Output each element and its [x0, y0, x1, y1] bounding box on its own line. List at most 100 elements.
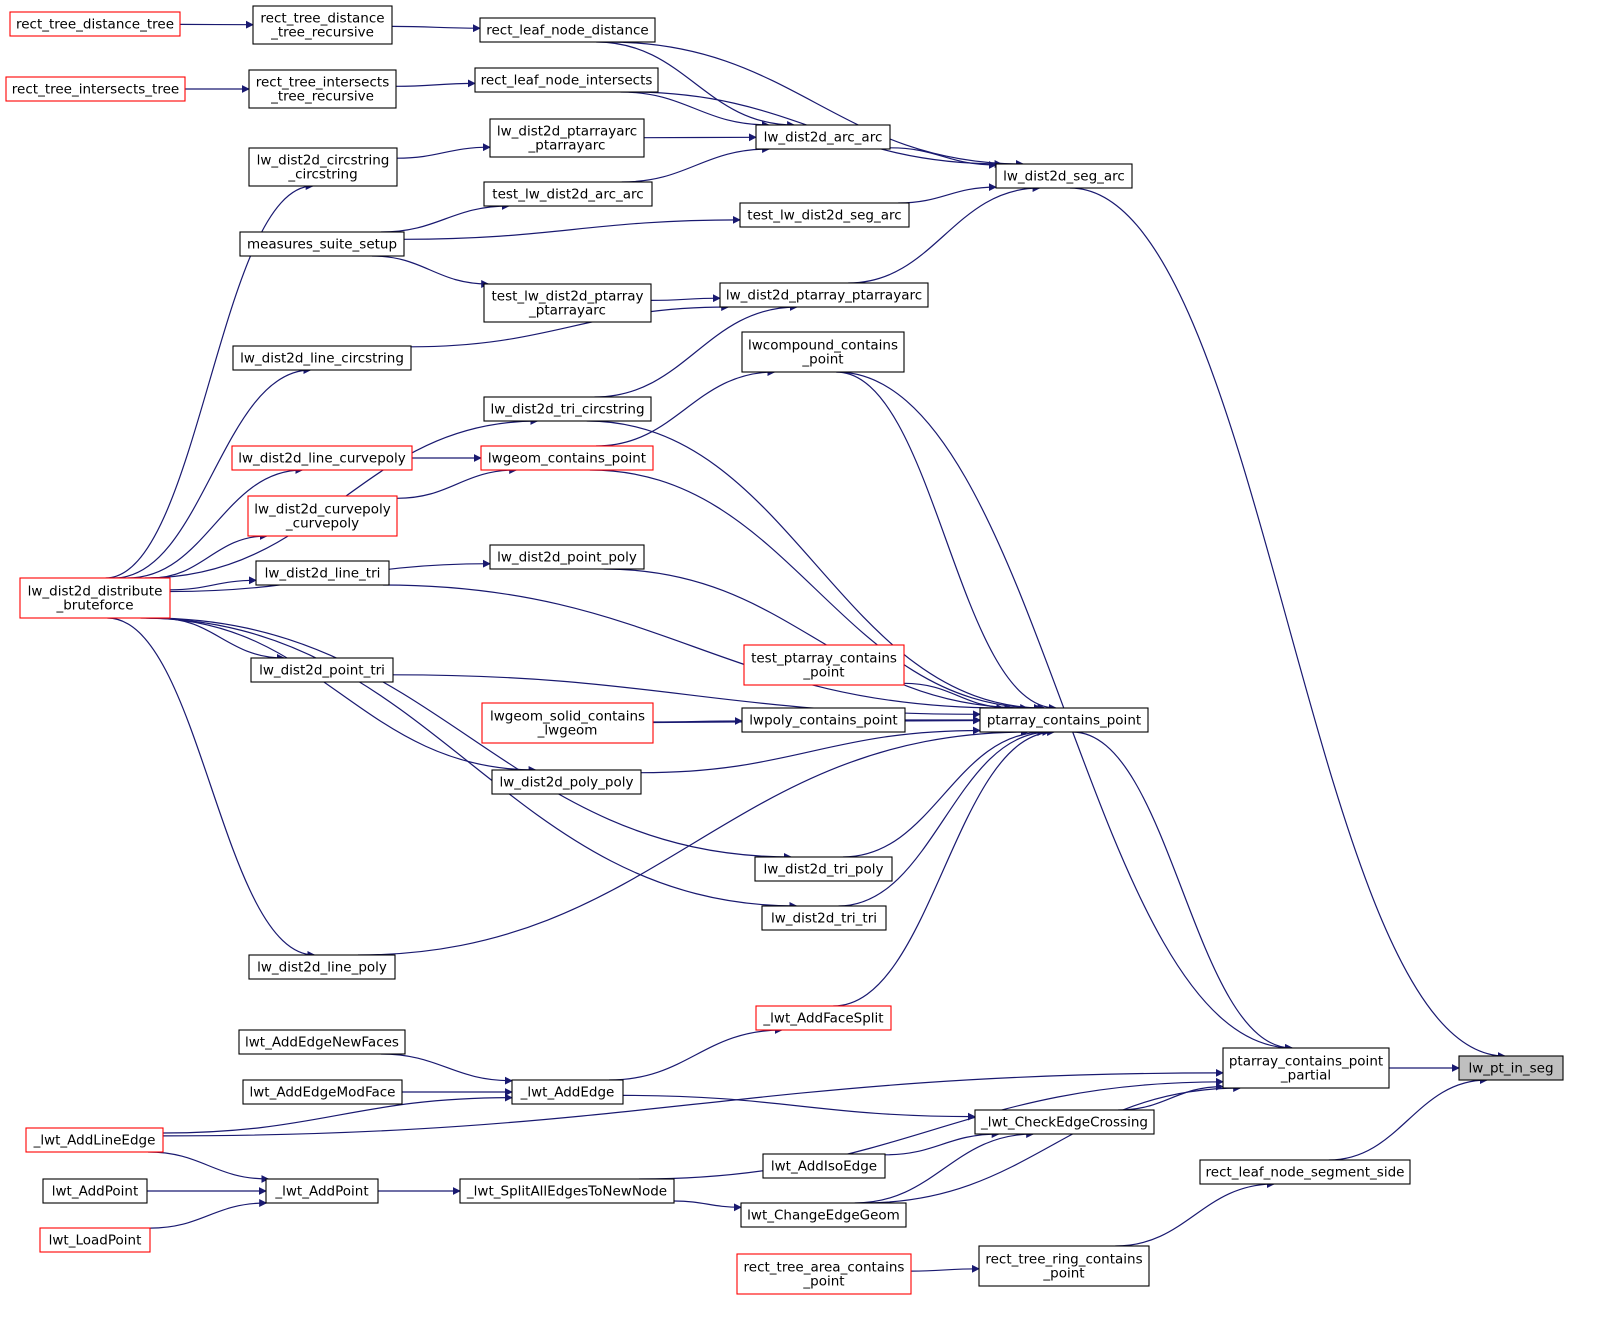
node-label: _curvepoly	[285, 516, 359, 532]
edge-line	[403, 215, 741, 240]
node-point-tri[interactable]: lw_dist2d_point_tri	[250, 657, 394, 683]
edge-splitalledges-to-changeedgegeom	[673, 1200, 742, 1212]
node-test-arc-arc[interactable]: test_lw_dist2d_arc_arc	[483, 181, 653, 207]
node-box	[239, 231, 405, 257]
node-point-poly[interactable]: lw_dist2d_point_poly	[489, 544, 645, 570]
node-label: lwgeom_contains_point	[488, 451, 646, 467]
edge-distribute-bf-to-line-tri	[169, 576, 257, 591]
node-label: lwgeom_solid_contains	[490, 709, 645, 725]
node-tri-poly[interactable]: lw_dist2d_tri_poly	[754, 856, 893, 882]
node-box	[489, 544, 645, 570]
node-ptarray-cp[interactable]: ptarray_contains_point	[979, 707, 1149, 733]
node-changeedgegeom[interactable]: lwt_ChangeEdgeGeom	[740, 1202, 907, 1228]
edge-addlineedge-to-ptarray-cpp	[162, 1068, 1224, 1137]
edge-changeedgegeom-to-checkedgecrossing	[854, 1130, 1035, 1204]
node-label: lw_dist2d_line_tri	[265, 566, 381, 582]
node-tri-circstring[interactable]: lw_dist2d_tri_circstring	[483, 396, 652, 422]
node-rect-dist-tree[interactable]: rect_tree_distance_tree	[9, 11, 181, 37]
node-tri-tri[interactable]: lw_dist2d_tri_tri	[761, 905, 887, 931]
edge-line	[150, 532, 268, 579]
node-box	[265, 1178, 379, 1204]
edge-distribute-bf-to-tri-poly	[148, 617, 792, 861]
edge-line	[1072, 731, 1293, 1052]
node-lwgeom-cp[interactable]: lwgeom_contains_point	[480, 445, 654, 471]
node-box	[995, 163, 1133, 189]
node-label: lw_dist2d_tri_poly	[763, 862, 883, 878]
node-curvepoly-curvepoly[interactable]: lw_dist2d_curvepoly_curvepoly	[247, 495, 398, 537]
node-rect-int-tree[interactable]: rect_tree_intersects_tree	[5, 76, 186, 102]
edge-rect-leaf-int-to-arc-arc	[620, 91, 770, 129]
edge-rect-leaf-dist-to-seg-arc	[608, 41, 1024, 168]
edge-line	[146, 617, 537, 774]
node-label: lw_dist2d_tri_tri	[771, 911, 877, 927]
node-box	[719, 282, 929, 308]
node-rect-int-tree-rec[interactable]: rect_tree_intersects_tree_recursive	[248, 69, 397, 109]
node-rect-leaf-dist[interactable]: rect_leaf_node_distance	[479, 17, 656, 43]
node-label: lwt_AddEdgeModFace	[250, 1085, 396, 1101]
node-label: _point	[802, 665, 844, 681]
node-line-tri[interactable]: lw_dist2d_line_tri	[255, 560, 390, 586]
node-seg-arc[interactable]: lw_dist2d_seg_arc	[995, 163, 1133, 189]
node-label: lwpoly_contains_point	[749, 713, 897, 729]
node-test-ptarray-cp[interactable]: test_ptarray_contains_point	[743, 644, 905, 686]
node-measures-setup[interactable]: measures_suite_setup	[239, 231, 405, 257]
node-label: lw_dist2d_distribute	[28, 584, 163, 600]
node-rect-ring-cp[interactable]: rect_tree_ring_contains_point	[978, 1245, 1150, 1287]
node-rect-leaf-seg-side[interactable]: rect_leaf_node_segment_side	[1199, 1159, 1411, 1185]
node-test-seg-arc[interactable]: test_lw_dist2d_seg_arc	[739, 202, 910, 228]
node-splitalledges[interactable]: _lwt_SplitAllEdgesToNewNode	[459, 1178, 675, 1204]
node-addedgemodface[interactable]: lwt_AddEdgeModFace	[242, 1079, 403, 1105]
node-label: rect_tree_ring_contains	[985, 1252, 1142, 1268]
node-line-circstring[interactable]: lw_dist2d_line_circstring	[232, 345, 412, 371]
edge-tri-circstring-to-ptarray-cp	[586, 420, 1046, 712]
edge-line	[889, 147, 997, 169]
node-lwpoly-cp[interactable]: lwpoly_contains_point	[741, 707, 906, 733]
edge-line	[833, 728, 1056, 1007]
node-poly-poly[interactable]: lw_dist2d_poly_poly	[491, 769, 642, 795]
edge-addisoedge-to-checkedgecrossing	[884, 1130, 1000, 1156]
edge-curvepoly-curvepoly-to-lwgeom-cp	[396, 466, 518, 499]
node-lwgeom-solid[interactable]: lwgeom_solid_contains_lwgeom	[481, 702, 654, 744]
node-label: _lwt_AddFaceSplit	[762, 1011, 883, 1027]
edge-changeedgegeom-to-ptarray-cpp	[862, 1084, 1242, 1204]
node-label: _point	[801, 352, 843, 368]
node-addisoedge[interactable]: lwt_AddIsoEdge	[762, 1153, 886, 1179]
node-addedgenewfaces[interactable]: lwt_AddEdgeNewFaces	[238, 1029, 406, 1055]
node-label: lw_dist2d_line_circstring	[240, 351, 404, 367]
node-rect-area-cp[interactable]: rect_tree_area_contains_point	[736, 1253, 912, 1295]
node-ptarrayarc-ptarrayarc[interactable]: lw_dist2d_ptarrayarc_ptarrayarc	[489, 118, 645, 158]
node-test-ptarray-ptarrayarc[interactable]: test_lw_dist2d_ptarray_ptarrayarc	[483, 283, 652, 323]
node-label: test_lw_dist2d_arc_arc	[492, 187, 643, 203]
edge-lwcompound-cp-to-ptarray-cp	[836, 371, 1057, 712]
node-pt-in-seg[interactable]: lw_pt_in_seg	[1458, 1055, 1564, 1081]
node-lwcompound-cp[interactable]: lwcompound_contains_point	[741, 331, 905, 373]
node-box	[480, 445, 654, 471]
node-label: lw_dist2d_ptarray_ptarrayarc	[726, 288, 922, 304]
node-rect-leaf-int[interactable]: rect_leaf_node_intersects	[474, 67, 659, 93]
node-distribute-bf[interactable]: lw_dist2d_distribute_bruteforce	[19, 577, 171, 619]
node-checkedgecrossing[interactable]: _lwt_CheckEdgeCrossing	[974, 1109, 1155, 1135]
node-lwt-addpoint-int[interactable]: _lwt_AddPoint	[265, 1178, 379, 1204]
node-label: lw_dist2d_line_curvepoly	[238, 451, 406, 467]
edge-circstring-circstring-to-ptarrayarc-ptarrayarc	[396, 143, 491, 159]
node-addlineedge[interactable]: _lwt_AddLineEdge	[25, 1127, 164, 1153]
node-rect-dist-tree-rec[interactable]: rect_tree_distance_tree_recursive	[252, 5, 393, 45]
node-lwt-addpoint[interactable]: lwt_AddPoint	[42, 1178, 148, 1204]
node-lwt-loadpoint[interactable]: lwt_LoadPoint	[39, 1227, 151, 1253]
node-ptarray-ptarrayarc[interactable]: lw_dist2d_ptarray_ptarrayarc	[719, 282, 929, 308]
node-box	[741, 331, 905, 373]
edge-distribute-bf-to-poly-poly	[146, 617, 537, 774]
edge-line	[357, 728, 1029, 956]
node-lwt-addedge[interactable]: _lwt_AddEdge	[511, 1079, 624, 1105]
node-circstring-circstring[interactable]: lw_dist2d_circstring_circstring	[248, 147, 398, 187]
node-line-curvepoly[interactable]: lw_dist2d_line_curvepoly	[231, 445, 413, 471]
node-addfacesplit[interactable]: _lwt_AddFaceSplit	[755, 1005, 892, 1031]
edge-line	[1118, 1082, 1224, 1111]
edge-rect-area-cp-to-rect-ring-cp	[910, 1264, 980, 1273]
node-ptarray-cpp[interactable]: ptarray_contains_point_partial	[1222, 1047, 1390, 1089]
node-label: _point	[1042, 1266, 1084, 1282]
node-arc-arc[interactable]: lw_dist2d_arc_arc	[755, 124, 891, 150]
node-line-poly[interactable]: lw_dist2d_line_poly	[248, 954, 396, 980]
edge-line	[113, 366, 312, 579]
edge-tri-circstring-to-ptarray-ptarrayarc	[594, 303, 798, 398]
